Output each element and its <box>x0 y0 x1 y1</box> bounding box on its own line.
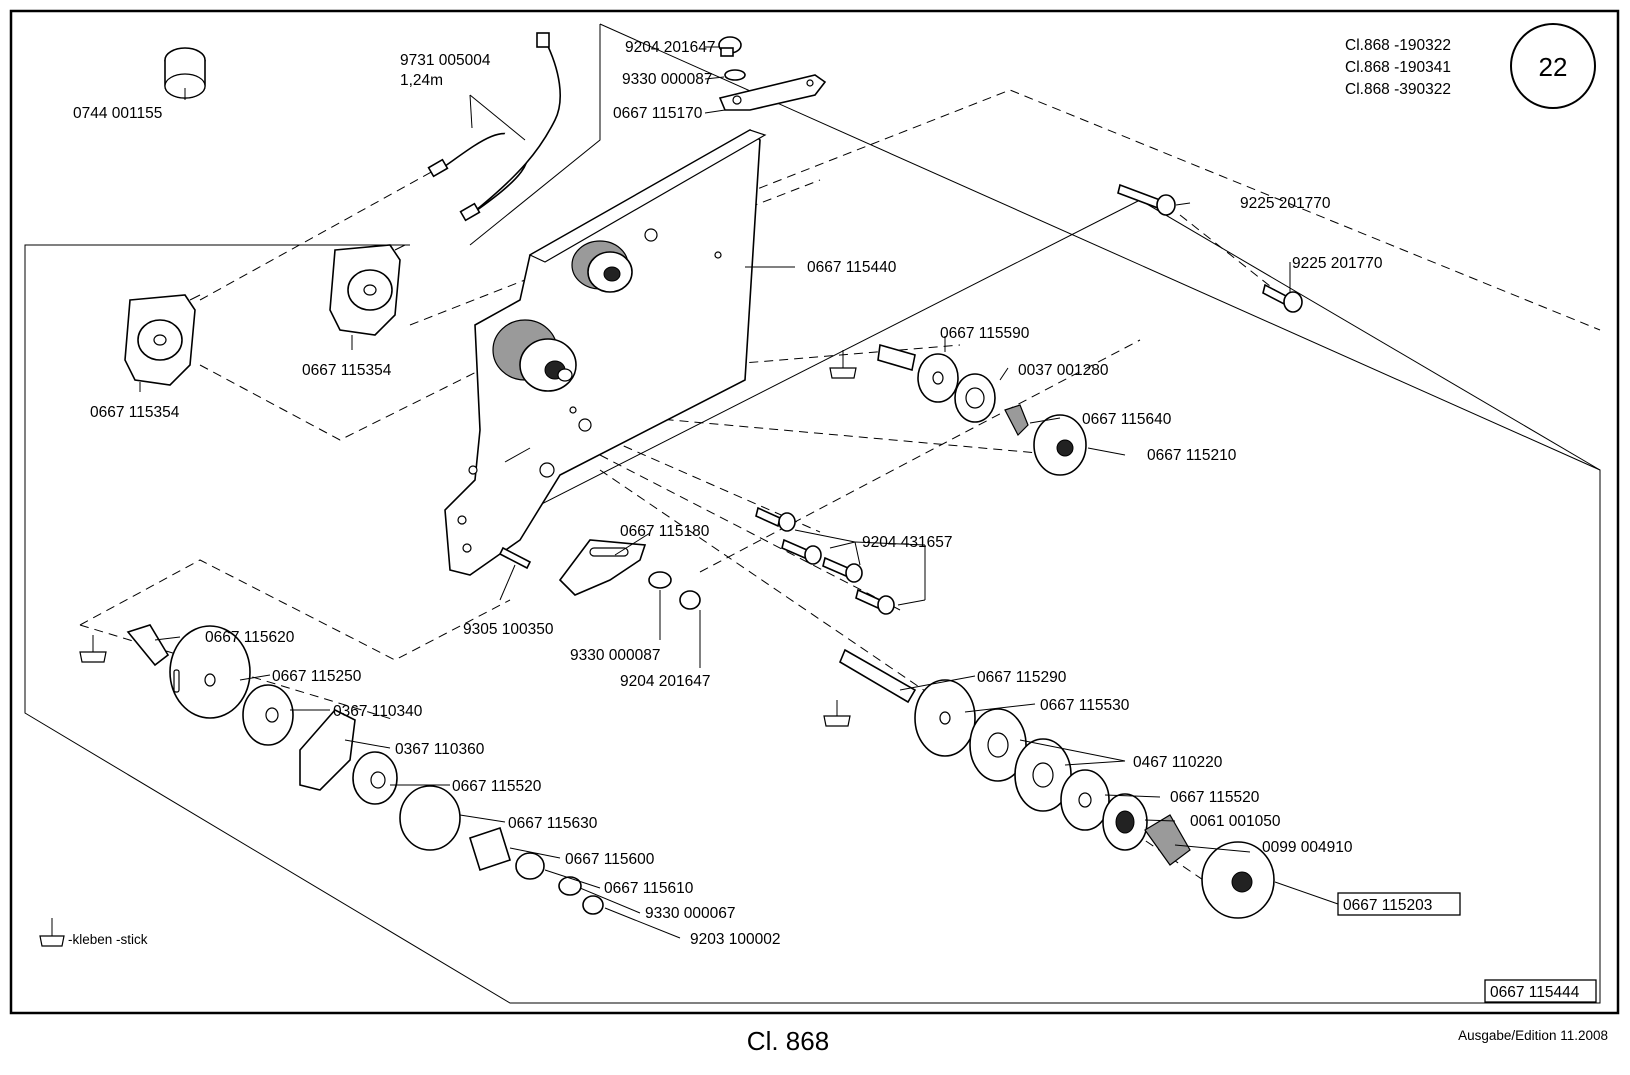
part-label-box <box>1337 892 1461 916</box>
screws-9204-431657 <box>755 506 895 615</box>
part-label: 9204 201647 <box>625 39 716 56</box>
page-number-badge: 22 <box>1510 23 1596 109</box>
model-line: Cl.868 -190341 <box>1345 59 1451 76</box>
part-label: 9305 100350 <box>463 621 554 638</box>
tension-assembly-left <box>126 624 604 915</box>
assembly-boundaries <box>24 23 1601 1004</box>
tension-assembly-lower-right <box>838 648 1275 919</box>
part-label: 9330 000067 <box>645 905 736 922</box>
hose-part <box>427 32 561 222</box>
part-label: 9225 201770 <box>1240 195 1331 212</box>
tension-unit-lower <box>492 319 577 392</box>
part-label: 0667 115180 <box>620 523 710 540</box>
leader-lines <box>139 46 1339 939</box>
glue-brush-icon <box>823 700 851 727</box>
screw-9225-b <box>1262 283 1303 313</box>
part-label: 0667 115440 <box>807 259 897 276</box>
part-label: 0667 115210 <box>1147 447 1237 464</box>
glue-brush-icon <box>79 635 107 663</box>
part-label: 0667 115620 <box>205 629 295 646</box>
part-label: 0667 115610 <box>604 880 694 897</box>
mounting-plate <box>444 129 767 576</box>
part-label: 9330 000087 <box>570 647 661 664</box>
part-label: 9225 201770 <box>1292 255 1383 272</box>
top-bracket-part <box>718 36 827 111</box>
part-label: 0367 110340 <box>333 703 423 720</box>
part-label: 0667 115590 <box>940 325 1030 342</box>
part-labels: 0744 001155 9731 005004 1,24m 9204 20164… <box>73 39 1461 948</box>
part-label: 0667 115170 <box>613 105 703 122</box>
part-label: 9330 000087 <box>622 71 713 88</box>
model-line: Cl.868 -390322 <box>1345 81 1451 98</box>
thread-guide-part <box>498 539 701 610</box>
glue-brush-icon <box>829 350 857 379</box>
part-label: 1,24m <box>400 72 443 89</box>
part-label: 0037 001280 <box>1018 362 1109 379</box>
tension-assembly-upper-right <box>877 343 1087 476</box>
glue-brush-icon <box>39 918 65 947</box>
bearing-block-middle <box>329 244 406 336</box>
assembly-number: 0667 115444 <box>1490 984 1580 1001</box>
footer-edition: Ausgabe/Edition 11.2008 <box>1458 1028 1608 1043</box>
part-label: 9204 201647 <box>620 673 711 690</box>
part-label: 0667 115520 <box>1170 789 1260 806</box>
footer-title: Cl. 868 <box>747 1026 829 1056</box>
part-label: 0667 115250 <box>272 668 362 685</box>
part-label: 0667 115203 <box>1343 897 1432 914</box>
model-line: Cl.868 -190322 <box>1345 37 1451 54</box>
part-label: 0667 115354 <box>302 362 392 379</box>
part-label: 0667 115640 <box>1082 411 1172 428</box>
part-label: 0667 115630 <box>508 815 598 832</box>
model-list: Cl.868 -190322 Cl.868 -190341 Cl.868 -39… <box>1345 37 1451 98</box>
part-label: 9204 431657 <box>862 534 953 551</box>
part-label: 0467 110220 <box>1133 754 1223 771</box>
assembly-number-box: 0667 115444 <box>1484 979 1597 1003</box>
part-label: 0367 110360 <box>395 741 485 758</box>
part-label: 0061 001050 <box>1190 813 1281 830</box>
screw-9225-a <box>1117 183 1176 216</box>
part-label: 9203 100002 <box>690 931 781 948</box>
part-label: 0667 115354 <box>90 404 180 421</box>
part-label: 0667 115530 <box>1040 697 1130 714</box>
bearing-block-left <box>124 294 201 386</box>
part-label: 0667 115520 <box>452 778 542 795</box>
glue-legend: -kleben -stick <box>68 932 148 947</box>
outer-frame <box>9 9 1620 1015</box>
part-label: 0099 004910 <box>1262 839 1353 856</box>
part-label: 0667 115600 <box>565 851 655 868</box>
page-number: 22 <box>1539 52 1568 82</box>
part-label: 0667 115290 <box>977 669 1067 686</box>
plug-cap-part <box>164 47 206 99</box>
glue-brush-icons <box>39 350 857 947</box>
part-label: 0744 001155 <box>73 105 162 122</box>
tension-unit-upper <box>571 240 633 293</box>
part-label: 9731 005004 <box>400 52 491 69</box>
